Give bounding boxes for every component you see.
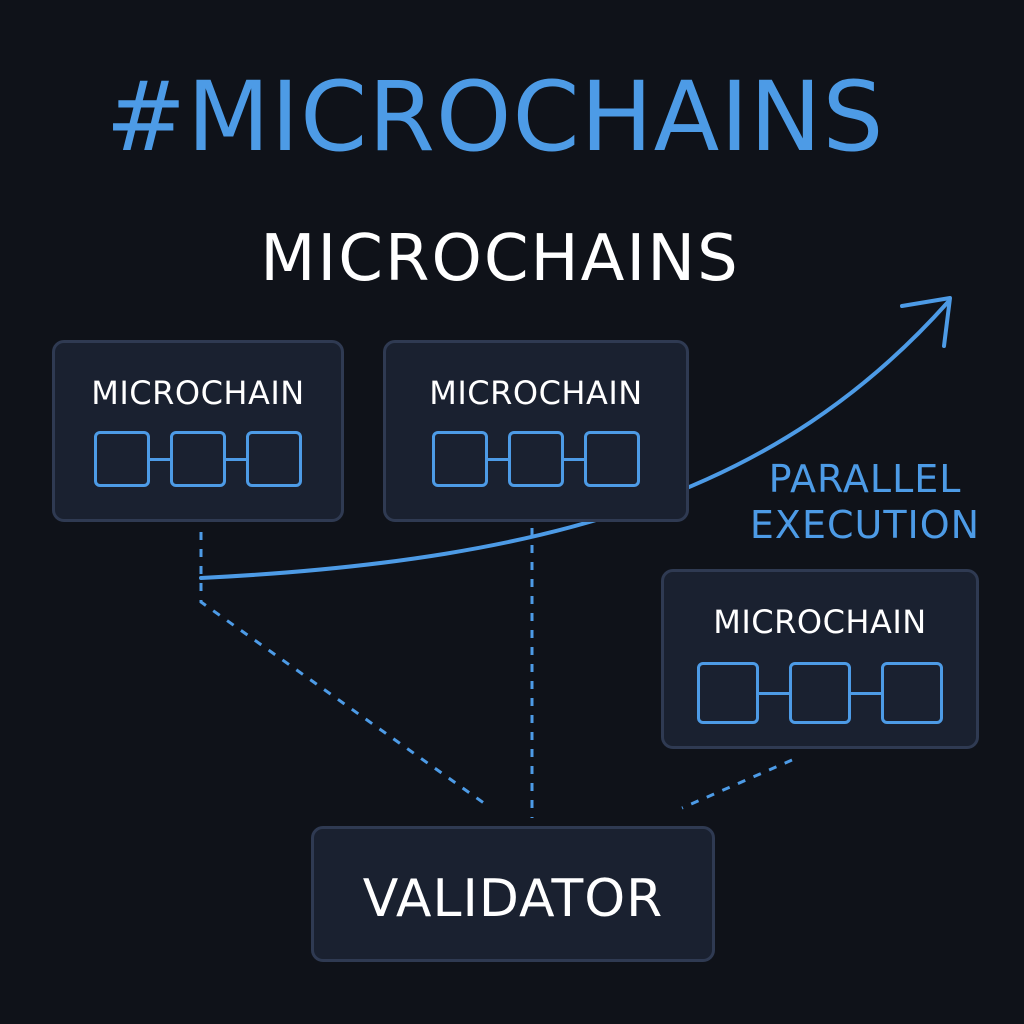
chain-link	[150, 457, 170, 461]
chain-link	[488, 457, 508, 461]
chain-blocks	[55, 431, 341, 487]
microchain-box-2: MICROCHAIN	[383, 340, 689, 522]
chain-block-icon	[881, 662, 943, 724]
chain-block-icon	[697, 662, 759, 724]
microchain-label: MICROCHAIN	[429, 374, 643, 412]
chain-block-icon	[584, 431, 640, 487]
parallel-execution-label: PARALLEL EXECUTION	[735, 456, 995, 548]
diagram-subtitle: MICROCHAINS	[260, 222, 740, 296]
dotted-connector-right	[681, 758, 793, 810]
microchain-label: MICROCHAIN	[713, 603, 927, 641]
trend-arrow-head	[900, 296, 952, 348]
dotted-connector-left	[199, 532, 489, 808]
chain-block-icon	[508, 431, 564, 487]
validator-label: VALIDATOR	[362, 869, 664, 929]
hashtag-title: #MICROCHAINS	[105, 61, 885, 173]
chain-blocks	[664, 662, 976, 724]
chain-link	[851, 691, 881, 695]
chain-link	[564, 457, 584, 461]
parallel-label-line-1: PARALLEL	[768, 457, 962, 501]
validator-box: VALIDATOR	[311, 826, 715, 962]
parallel-label-line-2: EXECUTION	[749, 503, 981, 547]
chain-block-icon	[432, 431, 488, 487]
microchain-box-3: MICROCHAIN	[661, 569, 979, 749]
chain-blocks	[386, 431, 686, 487]
chain-block-icon	[789, 662, 851, 724]
chain-link	[226, 457, 246, 461]
chain-block-icon	[170, 431, 226, 487]
chain-link	[759, 691, 789, 695]
microchain-box-1: MICROCHAIN	[52, 340, 344, 522]
microchain-label: MICROCHAIN	[91, 374, 305, 412]
chain-block-icon	[94, 431, 150, 487]
chain-block-icon	[246, 431, 302, 487]
